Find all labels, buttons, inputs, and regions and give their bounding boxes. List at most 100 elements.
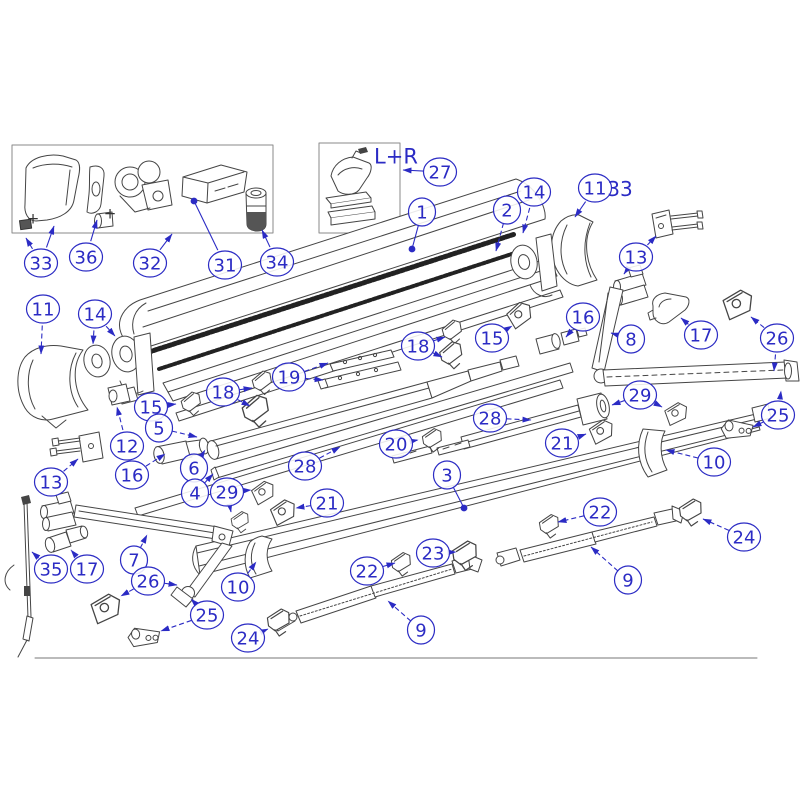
- callout-8-13: 8: [610, 324, 646, 354]
- parts-box: [11, 144, 274, 234]
- callout-9-52: 9: [590, 546, 643, 595]
- callout-label: 14: [84, 304, 107, 325]
- callout-circle: [422, 157, 458, 187]
- leader-line: [164, 580, 178, 587]
- part-support-arm-right: [602, 359, 800, 387]
- leader-line: [590, 546, 619, 572]
- part-coupling: [535, 327, 588, 355]
- part-clutch-insert: [107, 383, 131, 406]
- callout-label: +: [104, 204, 117, 222]
- callout-circle: [378, 429, 414, 459]
- part-crank-rod: [17, 495, 34, 658]
- callout-circle: [406, 615, 436, 645]
- leader-line: [565, 328, 574, 338]
- callout-22-46: 22: [349, 556, 396, 586]
- leader-line: [25, 237, 33, 250]
- leader-line: [574, 201, 587, 218]
- part-crank-handle: [44, 525, 89, 553]
- callout-label: 18: [407, 336, 430, 357]
- leader-line: [242, 487, 252, 494]
- callout-label: 29: [216, 482, 239, 503]
- callout-label: 5: [153, 418, 164, 439]
- callout-label: 16: [572, 307, 595, 328]
- callout-circle: [472, 403, 508, 433]
- line-art: [4, 142, 800, 659]
- callout-circle: [144, 413, 174, 443]
- callout-6-31: 6: [179, 449, 209, 483]
- callout-label: 26: [137, 571, 160, 592]
- callout-2-8: 2: [492, 195, 522, 252]
- leader-dot: [460, 504, 468, 512]
- leader-line: [90, 219, 98, 242]
- callout-circle: [492, 195, 522, 225]
- callout-label: 24: [733, 527, 756, 548]
- callout-label: 31: [214, 255, 237, 276]
- part-crank-hook: [4, 564, 15, 591]
- leader-line: [702, 518, 730, 531]
- leader-line: [226, 503, 233, 513]
- callout-circle: [759, 323, 795, 353]
- callout-34-4: 34: [259, 229, 295, 277]
- callout-17-41: 17: [69, 549, 105, 584]
- callout-circle: [33, 467, 69, 497]
- leader-line: [261, 229, 271, 248]
- callout-23-47: 23: [415, 538, 457, 568]
- callout-label: 17: [690, 325, 713, 346]
- callout-circle: [309, 488, 345, 518]
- callout-circle: [69, 554, 105, 584]
- callout-28-35: 28: [287, 446, 341, 481]
- callout-label: 17: [76, 559, 99, 580]
- callout-circle: [230, 623, 266, 653]
- callout-33-11: 33: [607, 177, 632, 201]
- callout-18-21: 18: [400, 331, 446, 361]
- leader-line: [653, 400, 663, 408]
- callout-label: 10: [703, 452, 726, 473]
- leader-line: [411, 224, 420, 250]
- leader-line: [259, 628, 269, 636]
- callout-circle: [616, 324, 646, 354]
- leader-line: [116, 406, 124, 431]
- callout-10-18: 10: [665, 447, 732, 477]
- callout-circle: [205, 377, 241, 407]
- leader-line: [305, 376, 324, 383]
- callout-label: 10: [227, 577, 250, 598]
- callout-circle: [613, 565, 643, 595]
- part-spacer-bar: [327, 205, 376, 226]
- callout-18-23: 18: [205, 377, 253, 407]
- part-spring-arm-left: [73, 504, 234, 608]
- part-bracket-24-right: [677, 497, 705, 528]
- leader-line: [203, 473, 214, 484]
- callout-label: 21: [551, 433, 574, 454]
- part-wall-bracket-right: [651, 209, 704, 239]
- callout-circle: [577, 173, 613, 203]
- leader-line: [576, 433, 587, 440]
- part-clutch-right: [510, 233, 558, 298]
- leader-line: [38, 325, 45, 355]
- callout-label: 14: [523, 182, 546, 203]
- callout-circle: [622, 380, 658, 410]
- leader-line: [623, 265, 632, 275]
- callout-circle: [68, 242, 104, 272]
- callout-31-3: 31: [190, 197, 243, 280]
- callout-circle: [582, 497, 618, 527]
- leader-line: [198, 449, 206, 459]
- part-spacer-bar: [325, 191, 372, 209]
- part-foot-25-left: [126, 623, 162, 648]
- callout-24-51: 24: [702, 518, 762, 552]
- callout-circle: [180, 478, 210, 508]
- leader-line: [304, 362, 329, 372]
- callout-label: 22: [589, 502, 612, 523]
- callout-9-48: 9: [387, 600, 436, 645]
- callout-circle: [349, 556, 385, 586]
- callout-label: 22: [356, 561, 379, 582]
- callout-circle: [220, 572, 256, 602]
- callout-circle: [209, 477, 245, 507]
- leader-line: [70, 549, 79, 559]
- part-arm-cover-right: [647, 292, 690, 325]
- callout-11-25: 11: [25, 294, 61, 355]
- leader-line: [495, 222, 505, 252]
- part-adapter: [245, 187, 267, 232]
- callout-label: 12: [116, 436, 139, 457]
- leader-line: [402, 167, 424, 174]
